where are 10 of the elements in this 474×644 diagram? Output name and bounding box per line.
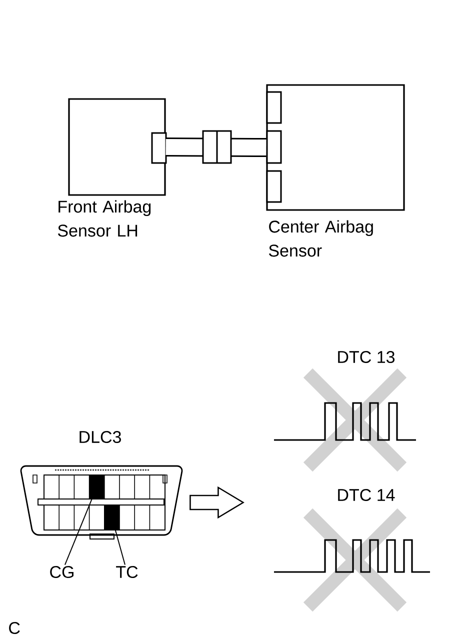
sensor-label: Center Airbag Sensor	[268, 220, 373, 257]
leader-line	[114, 530, 126, 566]
figure-code: C	[9, 622, 20, 634]
connector-label: DLC3	[80, 430, 121, 444]
sensor-label: Front Airbag Sensor LH	[58, 200, 151, 237]
pin-label: CG	[50, 566, 74, 578]
hollow-arrow	[190, 486, 244, 519]
pin-label: TC	[116, 566, 138, 578]
waveform-label: DTC 13	[338, 350, 395, 364]
waveform-label: DTC 14	[338, 488, 395, 502]
